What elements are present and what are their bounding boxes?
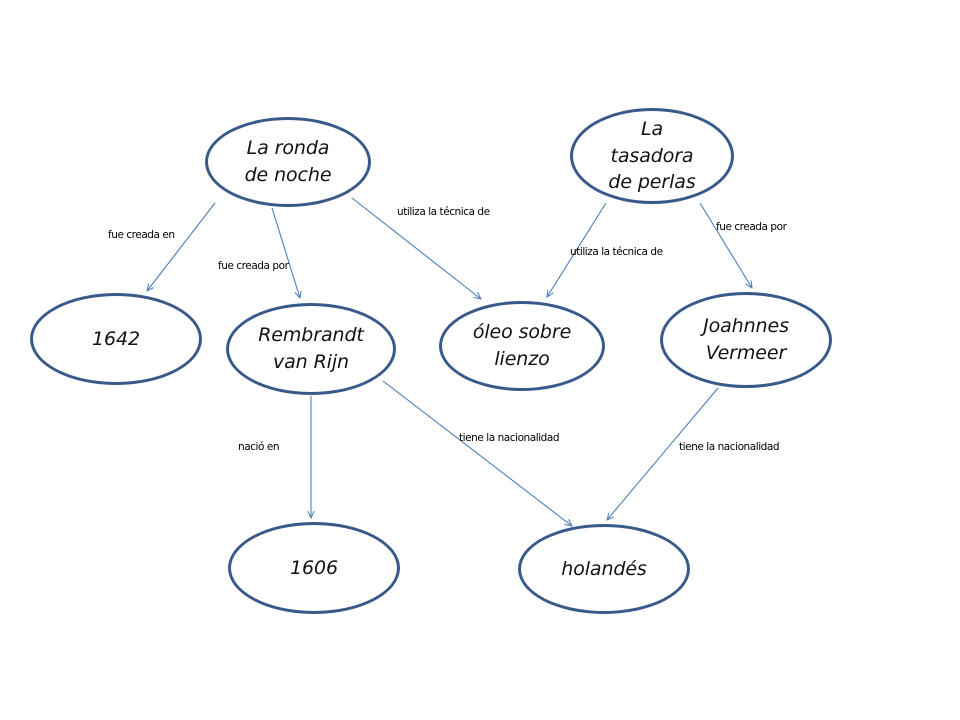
edge-label-e3: utiliza la técnica de — [397, 206, 490, 218]
edge-line-e5 — [699, 202, 752, 288]
node-holandes[interactable]: holandés — [518, 524, 690, 614]
node-label: holandés — [561, 557, 647, 580]
node-label: La tasadora de perlas — [608, 117, 696, 194]
node-vermeer[interactable]: Joahnnes Vermeer — [660, 292, 832, 388]
edge-line-e4 — [547, 202, 607, 297]
edge-line-e1 — [147, 202, 216, 291]
node-y1606[interactable]: 1606 — [228, 522, 400, 614]
edge-line-e7 — [382, 380, 572, 526]
node-label: Rembrandt van Rijn — [258, 324, 364, 373]
edge-line-e3 — [351, 197, 481, 299]
node-label: 1642 — [92, 327, 140, 350]
node-rembrandt[interactable]: Rembrandt van Rijn — [226, 303, 396, 395]
node-ronda[interactable]: La ronda de noche — [205, 117, 371, 207]
edge-label-e1: fue creada en — [108, 229, 175, 241]
edge-label-e5: fue creada por — [716, 221, 787, 233]
node-label: óleo sobre lienzo — [472, 321, 572, 370]
node-label: La ronda de noche — [244, 137, 332, 186]
node-tasadora[interactable]: La tasadora de perlas — [570, 108, 734, 204]
edge-label-e8: tiene la nacionalidad — [679, 441, 780, 453]
node-label: Joahnnes Vermeer — [703, 315, 789, 364]
edge-label-e4: utiliza la técnica de — [570, 246, 663, 258]
node-oleo[interactable]: óleo sobre lienzo — [439, 301, 605, 391]
edge-line-e2 — [271, 207, 300, 298]
edge-line-e8 — [607, 387, 719, 520]
node-label: 1606 — [290, 556, 338, 579]
edge-label-e2: fue creada por — [218, 260, 289, 272]
node-y1642[interactable]: 1642 — [30, 293, 202, 385]
edge-label-e6: nació en — [238, 441, 280, 453]
edge-lines — [147, 197, 752, 526]
edge-label-e7: tiene la nacionalidad — [459, 432, 560, 444]
